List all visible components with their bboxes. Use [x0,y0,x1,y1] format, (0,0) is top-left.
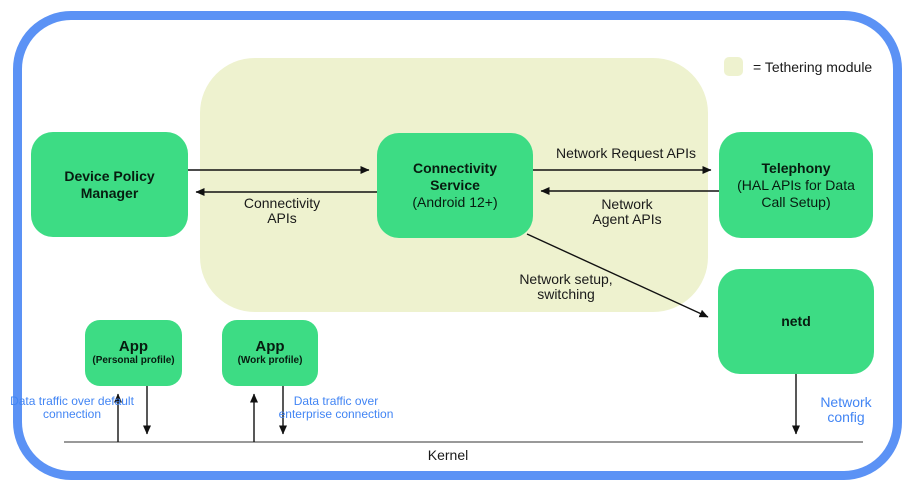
legend-label: = Tethering module [753,58,873,75]
edge-label-network-request-apis: Network Request APIs [555,145,697,161]
edge-label-network-agent-apis: Network Agent APIs [592,196,662,227]
annotation-network-config: Network config [820,394,872,425]
kernel-label: Kernel [427,447,469,463]
node-title: netd [781,313,811,329]
node-app-work: App (Work profile) [222,320,318,386]
node-device-policy-manager: Device Policy Manager [31,132,188,237]
legend: = Tethering module [724,57,872,76]
annotation-data-traffic-default: Data traffic over default connection [10,394,134,421]
annotation-data-traffic-enterprise: Data traffic over enterprise connection [278,394,394,421]
node-title: App [118,338,149,355]
arrow-connectivity-to-netd [526,233,709,318]
node-title: App [255,338,285,355]
node-netd: netd [718,269,874,374]
node-subtitle: (Android 12+) [412,194,498,210]
device-boundary-frame [13,11,902,480]
node-title: Device Policy Manager [64,167,155,201]
edge-label-network-setup-switching: Network setup, switching [519,271,613,302]
tethering-module-swatch [724,57,743,76]
node-title: Telephony [761,159,831,176]
node-title: Connectivity Service [412,160,497,193]
node-connectivity-service: Connectivity Service (Android 12+) [377,133,533,238]
node-subtitle: (Work profile) [237,355,303,366]
edge-label-connectivity-apis: Connectivity APIs [243,195,321,226]
node-telephony: Telephony (HAL APIs for Data Call Setup) [719,132,873,238]
node-subtitle: (Personal profile) [92,355,175,366]
node-app-personal: App (Personal profile) [85,320,182,386]
node-subtitle: (HAL APIs for Data Call Setup) [737,176,855,210]
